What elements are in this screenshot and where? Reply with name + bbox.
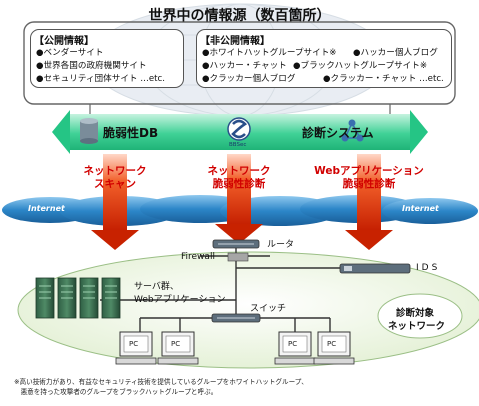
ids-device (339, 263, 411, 274)
pc-1 (115, 331, 157, 365)
switch-label: スイッチ (250, 304, 287, 314)
servers-label-line2: Webアプリケーション (134, 295, 226, 305)
service-web-vuln: Webアプリケーション 脆弱性診断 (314, 165, 424, 190)
private-info-item: ●クラッカー・チャット …etc. (323, 74, 444, 84)
internet-label-left: Internet (28, 204, 65, 213)
server-rack-2 (57, 277, 77, 319)
vuln-db-label: 脆弱性DB (103, 126, 159, 140)
public-info-item: ●ベンダーサイト (36, 48, 104, 58)
private-info-box: 【非公開情報】 ●ホワイトハットグループサイト※ ●ハッカー個人ブログ ●ハッカ… (196, 29, 452, 88)
target-network-label-line2: ネットワーク (388, 321, 446, 332)
footnote: ※高い技術力があり、有益なセキュリティ技術を提供しているグループをホワイトハット… (14, 378, 308, 397)
bbsec-logo (227, 117, 251, 141)
router-device (212, 239, 260, 249)
pc-label: PC (129, 340, 139, 348)
target-label-bubble (377, 293, 463, 339)
public-info-item: ●セキュリティ団体サイト …etc. (36, 74, 165, 84)
database-icon (80, 118, 98, 144)
private-info-item: ●ホワイトハットグループサイト※ (202, 48, 337, 58)
page-title: 世界中の情報源（数百箇所） (148, 8, 331, 24)
server-rack-1 (35, 277, 55, 319)
switch-device (211, 313, 261, 323)
server-rack-3 (79, 277, 99, 319)
servers-label-line1: サーバ群、 (134, 282, 179, 292)
pc-2 (157, 331, 199, 365)
private-info-item: ●クラッカー個人ブログ (202, 74, 296, 84)
public-info-header: 【公開情報】 (34, 36, 94, 47)
public-info-item: ●世界各国の政府機関サイト (36, 61, 147, 71)
ids-label: IDS (416, 263, 441, 273)
info-sources-frame (23, 21, 456, 105)
private-info-item: ●ハッカー・チャット (202, 61, 287, 71)
router-label: ルータ (267, 240, 295, 250)
footnote-line2: 悪意を持った攻撃者のグループをブラックハットグループと呼ぶ。 (14, 387, 218, 396)
firewall-icon (227, 252, 249, 262)
pc-label: PC (327, 340, 337, 348)
public-info-box: 【公開情報】 ●ベンダーサイト ●世界各国の政府機関サイト ●セキュリティ団体サ… (30, 29, 184, 88)
service-network-vuln: ネットワーク 脆弱性診断 (207, 165, 271, 190)
arrow-network-scan (91, 154, 139, 250)
firewall-label: Firewall (181, 252, 215, 262)
service-network-scan: ネットワーク スキャン (83, 165, 147, 190)
pc-4 (313, 331, 355, 365)
arrow-web-vuln (345, 154, 393, 250)
arrow-network-vuln (215, 154, 263, 244)
band-arrow-right (410, 110, 428, 154)
footnote-line1: ※高い技術力があり、有益なセキュリティ技術を提供しているグループをホワイトハット… (14, 378, 308, 386)
private-info-header: 【非公開情報】 (200, 36, 270, 47)
server-rack-4 (101, 277, 121, 319)
pc-label: PC (288, 340, 298, 348)
band-arrow-left (52, 110, 70, 154)
target-network-label-line1: 診断対象 (396, 308, 435, 319)
private-info-item: ●ブラックハットグループサイト※ (293, 61, 428, 71)
diagnostic-system-label: 診断システム (302, 126, 374, 140)
pc-label: PC (171, 340, 181, 348)
private-info-item: ●ハッカー個人ブログ (353, 48, 438, 58)
diagnostic-system-icon (341, 119, 364, 142)
pc-3 (274, 331, 316, 365)
internet-label-right: Internet (402, 204, 439, 213)
bbsec-logo-text: BBSec (229, 142, 247, 148)
